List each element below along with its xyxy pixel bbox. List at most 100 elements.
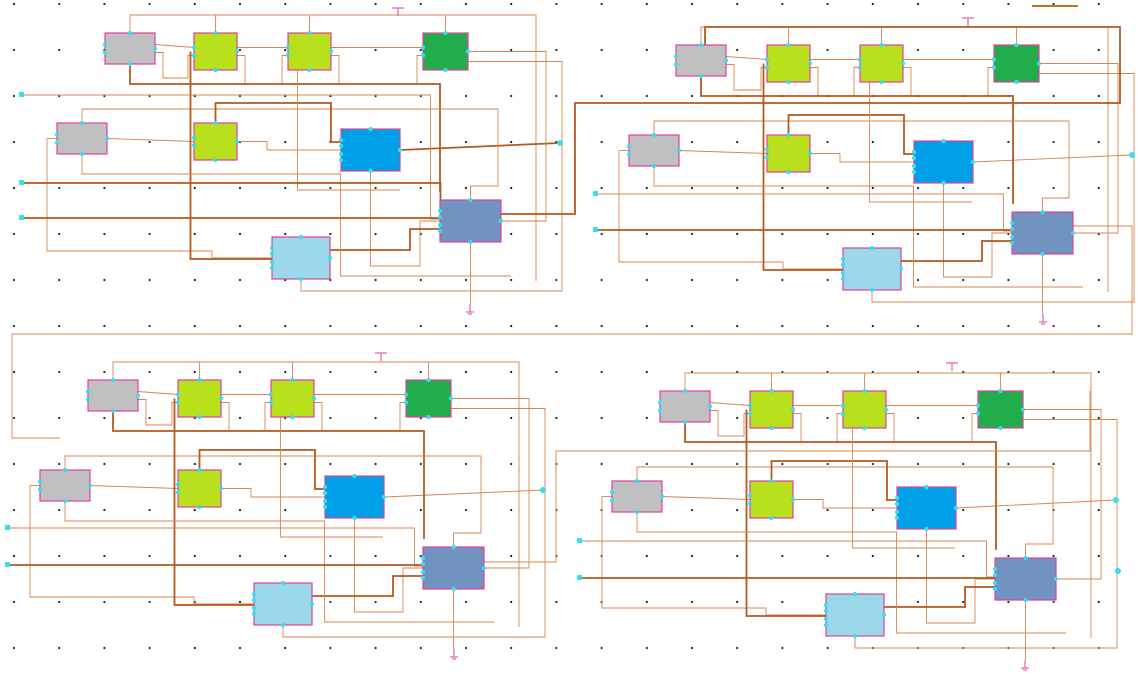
grid-dot [600,140,603,144]
grid-dot [1052,416,1055,420]
grid-dot [103,646,106,650]
grid-dot [1007,186,1010,190]
grid-dot [871,508,874,512]
grid-dot [600,462,603,466]
block-gray [611,480,663,513]
pin [626,152,632,157]
grid-dot [58,370,61,374]
grid-dot [374,48,377,52]
grid-dot [1097,278,1100,282]
pin [381,494,387,500]
pin [840,256,846,262]
grid-dot [238,2,242,6]
pin [823,602,829,608]
pin [975,411,981,416]
grid-dot [826,2,829,6]
grid-dot [962,324,965,328]
pin [998,388,1003,394]
block-lime [749,390,794,429]
block-blue [896,486,957,530]
grid-dot [148,140,151,144]
wire [725,56,768,60]
pin [1014,42,1019,48]
pin [443,30,448,36]
grid-dot [736,48,739,52]
wire [64,501,494,623]
wire [684,422,997,550]
grid-dot [329,416,332,420]
grid-dot [284,186,287,190]
pin [437,214,443,220]
pin [823,622,829,628]
grid-dot [600,646,603,650]
pin [152,46,158,51]
pin [992,586,998,592]
pin [657,408,663,413]
grid-dot [464,2,468,6]
pin [676,148,682,153]
grid-dot [600,48,603,52]
pin [420,569,426,575]
grid-dot [510,324,513,328]
pin [807,61,813,66]
pin [426,414,431,420]
wire [636,466,1054,558]
pin [894,515,900,521]
block-steel [439,199,502,243]
pin [1014,79,1019,85]
grid-dot [1052,554,1055,558]
pin [823,608,829,614]
grid-dot [284,324,287,328]
grid-dot [419,140,422,144]
pin [127,30,133,36]
grid-dot [284,140,287,144]
grid-dot [871,554,874,558]
wire [451,398,530,569]
grid-dot [12,554,16,558]
grid-dot [736,278,739,282]
grid-dot [148,646,151,650]
block-lime [193,32,238,71]
input-port [577,575,582,580]
pin [234,49,240,54]
grid-dot [193,554,196,558]
wire [926,529,995,624]
grid-dot [781,600,784,604]
wire [684,372,1092,638]
wire [653,166,1083,288]
grid-dot [826,48,829,52]
pin [234,139,240,144]
grid-dot [871,462,874,466]
wire [155,52,194,79]
grid-dot [58,324,61,328]
pin [352,515,357,521]
grid-dot [1052,462,1055,466]
grid-dot [148,416,151,420]
pin [924,484,929,490]
grid-dot [374,2,377,6]
pin [420,561,426,567]
grid-dot [645,94,648,98]
pin [840,276,846,282]
grid-dot [148,554,151,558]
wire [282,408,546,638]
block-blue [324,475,385,519]
grid-dot [510,94,513,98]
pin [790,497,796,502]
grid-dot [329,186,332,190]
grid-dot [193,324,196,328]
pin [894,501,900,507]
grid-dot [284,48,287,52]
wire [383,489,544,498]
wire [8,527,423,567]
grid-dot [690,646,694,650]
pin [673,62,679,67]
wire [636,512,1066,634]
pin [269,251,275,257]
grid-dot [871,232,874,236]
grid-dot [419,646,422,650]
pin [975,403,981,408]
grid-dot [826,646,829,650]
pin [764,57,770,62]
grid-dot [12,462,16,466]
